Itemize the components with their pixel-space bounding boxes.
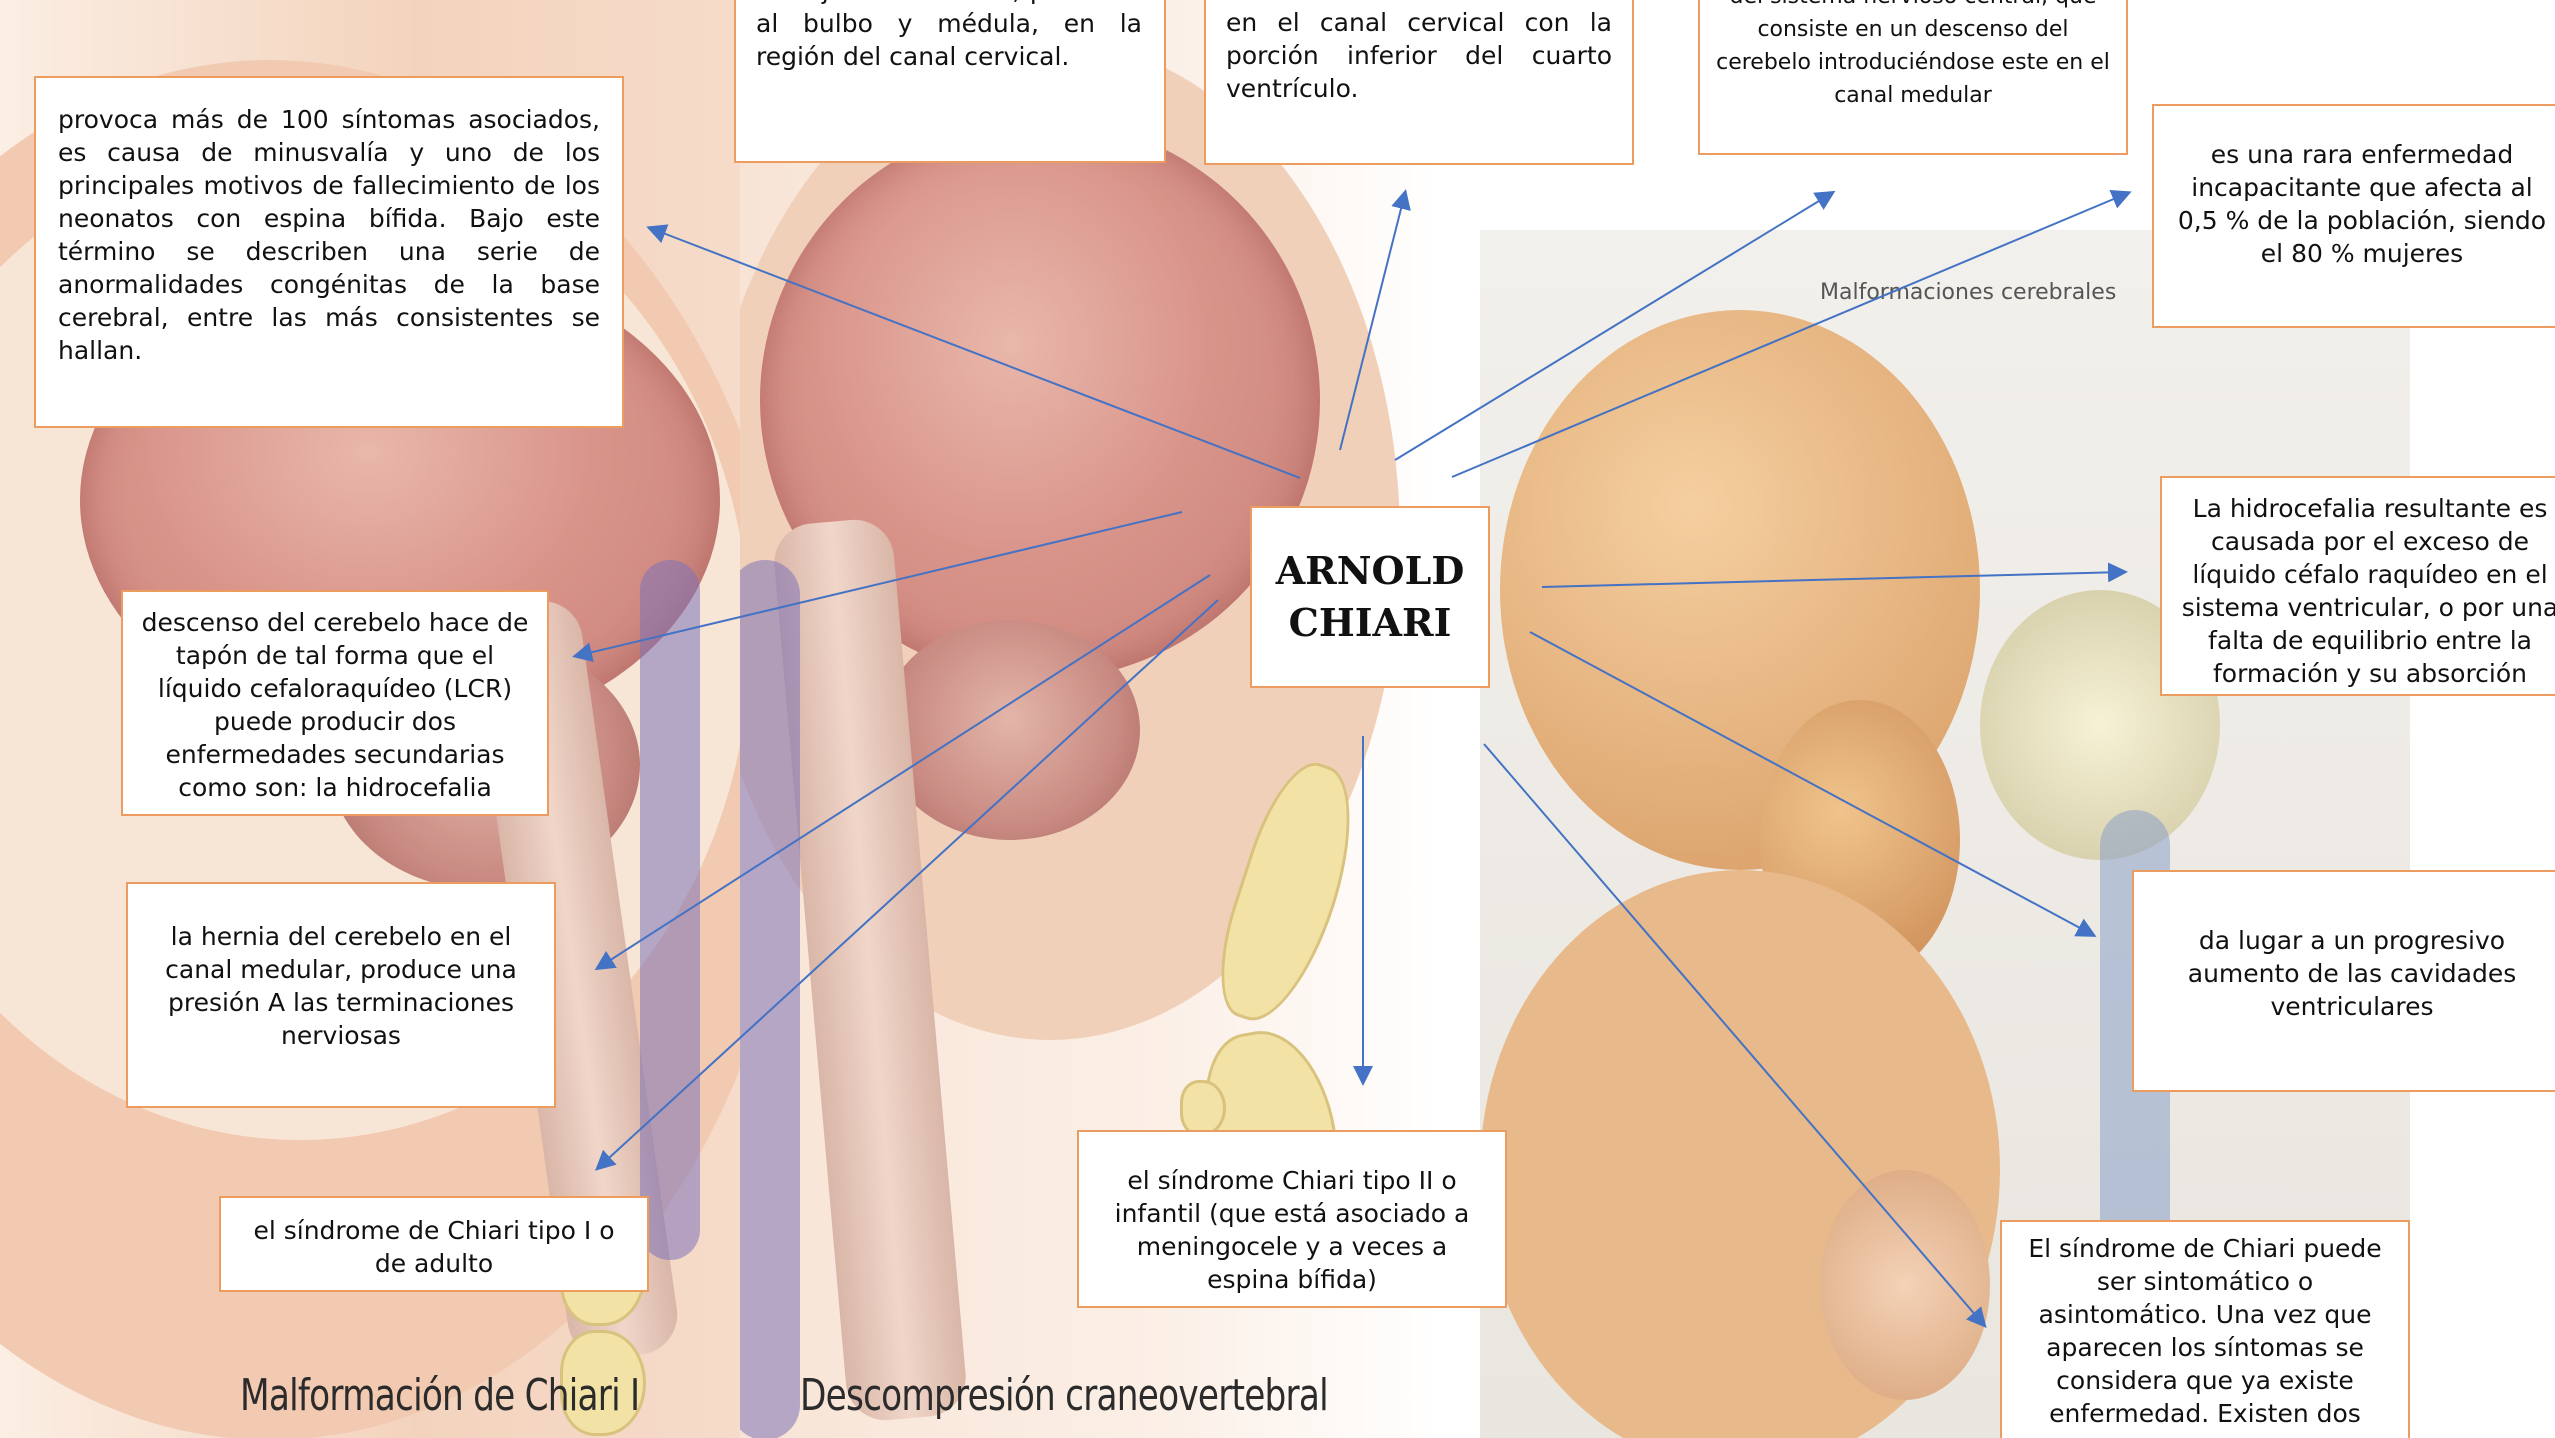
box-left-lower-text: la hernia del cerebelo en el canal medul… <box>142 920 540 1052</box>
box-bottom-center-text: el síndrome Chiari tipo II o infantil (q… <box>1097 1164 1487 1296</box>
box-bottom-right: El síndrome de Chiari puede ser sintomát… <box>2000 1220 2410 1438</box>
box-left-mid-text: descenso del cerebelo hace de tapón de t… <box>137 606 533 804</box>
image-label: Malformaciones cerebrales <box>1820 280 2116 305</box>
csf-channel <box>640 560 700 1260</box>
box-left-lower: la hernia del cerebelo en el canal medul… <box>126 882 556 1108</box>
box-top-mid-left-text: de tejido cerebeloso, posterior al bulbo… <box>756 0 1142 73</box>
box-top-mid-right-text: en el canal cervical con la porción infe… <box>1226 6 1612 105</box>
box-top-left-text: provoca más de 100 síntomas asociados, e… <box>58 103 600 367</box>
box-far-right-top-text: es una rara enfermedad incapacitante que… <box>2168 138 2555 270</box>
box-far-right-top: es una rara enfermedad incapacitante que… <box>2152 104 2555 328</box>
box-top-mid-left: de tejido cerebeloso, posterior al bulbo… <box>734 0 1166 163</box>
box-bottom-right-text: El síndrome de Chiari puede ser sintomát… <box>2018 1232 2392 1430</box>
box-far-right-mid: La hidrocefalia resultante es causada po… <box>2160 476 2555 696</box>
box-bottom-center: el síndrome Chiari tipo II o infantil (q… <box>1077 1130 1507 1308</box>
box-left-mid: descenso del cerebelo hace de tapón de t… <box>121 590 549 816</box>
cerebellum <box>880 620 1140 840</box>
box-far-right-lower-text: da lugar a un progresivo aumento de las … <box>2154 924 2550 1023</box>
box-bottom-left-text: el síndrome de Chiari tipo I o de adulto <box>239 1214 629 1280</box>
csf-channel <box>740 560 800 1438</box>
box-top-mid-right: en el canal cervical con la porción infe… <box>1204 0 1634 165</box>
box-top-right-center-text: del sistema nervioso central, que consis… <box>1714 0 2112 112</box>
central-topic-label: ARNOLD CHIARI <box>1276 545 1465 649</box>
box-far-right-mid-text: La hidrocefalia resultante es causada po… <box>2176 492 2555 690</box>
caption-chiari-i: Malformación de Chiari I <box>240 1370 639 1421</box>
box-bottom-left: el síndrome de Chiari tipo I o de adulto <box>219 1196 649 1292</box>
caption-decompression: Descompresión craneovertebral <box>800 1370 1328 1421</box>
box-top-left: provoca más de 100 síntomas asociados, e… <box>34 76 624 428</box>
vertebra <box>1180 1080 1226 1136</box>
central-topic: ARNOLD CHIARI <box>1250 506 1490 688</box>
infant-face <box>1820 1170 1990 1400</box>
box-top-right-center: del sistema nervioso central, que consis… <box>1698 0 2128 155</box>
box-far-right-lower: da lugar a un progresivo aumento de las … <box>2132 870 2555 1092</box>
